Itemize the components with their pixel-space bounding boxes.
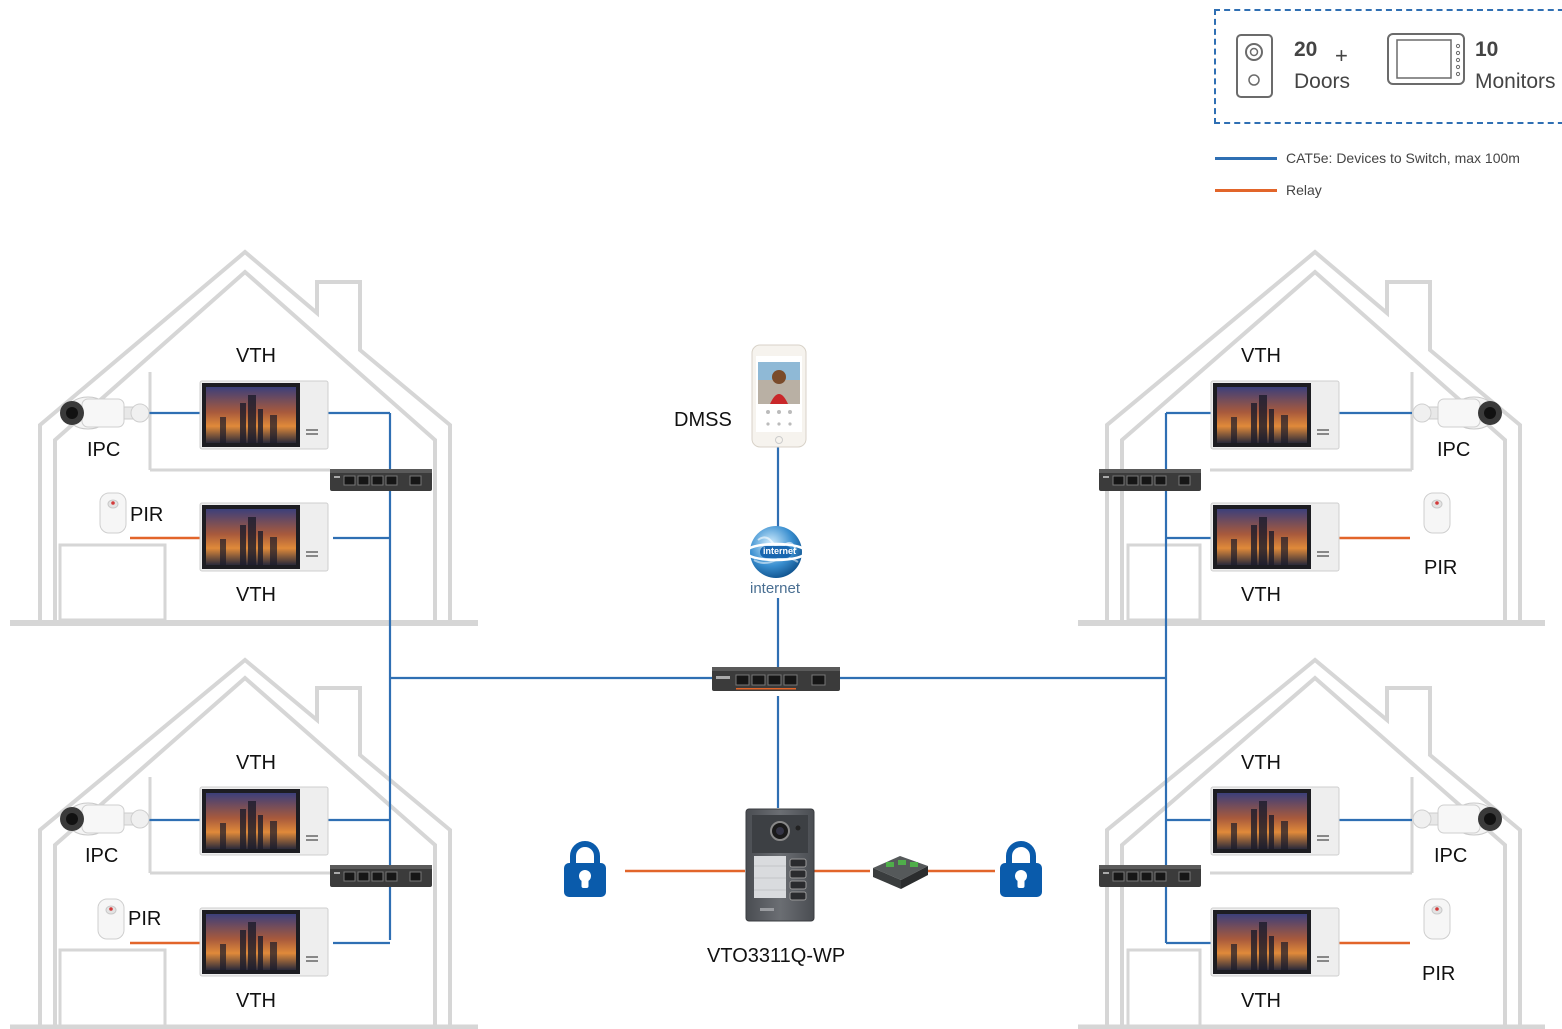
pir-sensor-br xyxy=(1423,898,1451,940)
vth-label: VTH xyxy=(236,345,276,367)
network-cables xyxy=(145,411,1412,945)
pir-label: PIR xyxy=(1422,963,1456,985)
ipc-label: IPC xyxy=(1437,439,1471,461)
pir-label: PIR xyxy=(1424,557,1458,579)
vth-label: VTH xyxy=(1241,345,1281,367)
vth-label: VTH xyxy=(236,990,276,1012)
house-bottom-right xyxy=(1078,657,1545,1029)
ipc-camera-bl xyxy=(59,802,150,836)
vth-monitor-bl-top xyxy=(199,786,329,856)
dmss-app-label: DMSS xyxy=(674,409,732,431)
door-station-legend-icon xyxy=(1236,34,1273,98)
house-bottom-left xyxy=(10,657,478,1029)
main-network-switch xyxy=(712,667,840,691)
pir-label: PIR xyxy=(128,908,162,930)
doors-label: Doors xyxy=(1294,70,1351,93)
vth-monitor-tl-top xyxy=(199,380,329,450)
internet-label: internet xyxy=(750,580,801,597)
vth-label: VTH xyxy=(1241,752,1281,774)
relay-legend-swatch xyxy=(1215,189,1277,192)
ipc-camera-tl xyxy=(59,396,150,430)
doors-count: 20 xyxy=(1294,38,1318,61)
ipc-label: IPC xyxy=(1434,845,1468,867)
door-station-vto xyxy=(745,808,815,922)
legend-capacity-box xyxy=(1214,9,1562,124)
door-station-model-label: VTO3311Q-WP xyxy=(707,945,846,967)
ipc-label: IPC xyxy=(85,845,119,867)
network-switch-br xyxy=(1098,864,1202,888)
pir-sensor-tl xyxy=(99,492,127,534)
vth-label: VTH xyxy=(236,752,276,774)
vth-label: VTH xyxy=(1241,990,1281,1012)
relay-legend-label: Relay xyxy=(1286,182,1322,198)
network-switch-tr xyxy=(1098,468,1202,492)
relay-cables xyxy=(130,536,1410,945)
vth-label: VTH xyxy=(236,584,276,606)
house-top-left xyxy=(10,249,478,626)
network-switch-bl xyxy=(329,864,433,888)
vth-monitor-bl-bottom xyxy=(199,907,329,977)
vth-monitor-tr-top xyxy=(1210,380,1340,450)
relay-module xyxy=(873,856,928,889)
pir-sensor-bl xyxy=(97,898,125,940)
cat5e-legend-label: CAT5e: Devices to Switch, max 100m xyxy=(1286,150,1520,166)
vth-monitor-br-bottom xyxy=(1210,907,1340,977)
vth-label: VTH xyxy=(1241,584,1281,606)
smartphone-dmss xyxy=(751,344,807,448)
monitors-label: Monitors xyxy=(1475,70,1556,93)
network-switch-tl xyxy=(329,468,433,492)
monitors-count: 10 xyxy=(1475,38,1499,61)
pir-sensor-tr xyxy=(1423,492,1451,534)
globe-icon xyxy=(744,526,808,578)
internet-badge-text: internet xyxy=(763,546,797,556)
vth-monitor-br-top xyxy=(1210,786,1340,856)
vth-monitor-tr-bottom xyxy=(1210,502,1340,572)
padlock-icon-left xyxy=(564,844,606,897)
ipc-camera-tr xyxy=(1412,396,1503,430)
house-top-right xyxy=(1078,249,1545,626)
monitor-legend-icon xyxy=(1387,33,1465,85)
plus-sign: + xyxy=(1335,43,1348,68)
ipc-label: IPC xyxy=(87,439,121,461)
padlock-icon-right xyxy=(1000,844,1042,897)
ipc-camera-br xyxy=(1412,802,1503,836)
cat5e-legend-swatch xyxy=(1215,157,1277,160)
pir-label: PIR xyxy=(130,504,164,526)
vth-monitor-tl-bottom xyxy=(199,502,329,572)
